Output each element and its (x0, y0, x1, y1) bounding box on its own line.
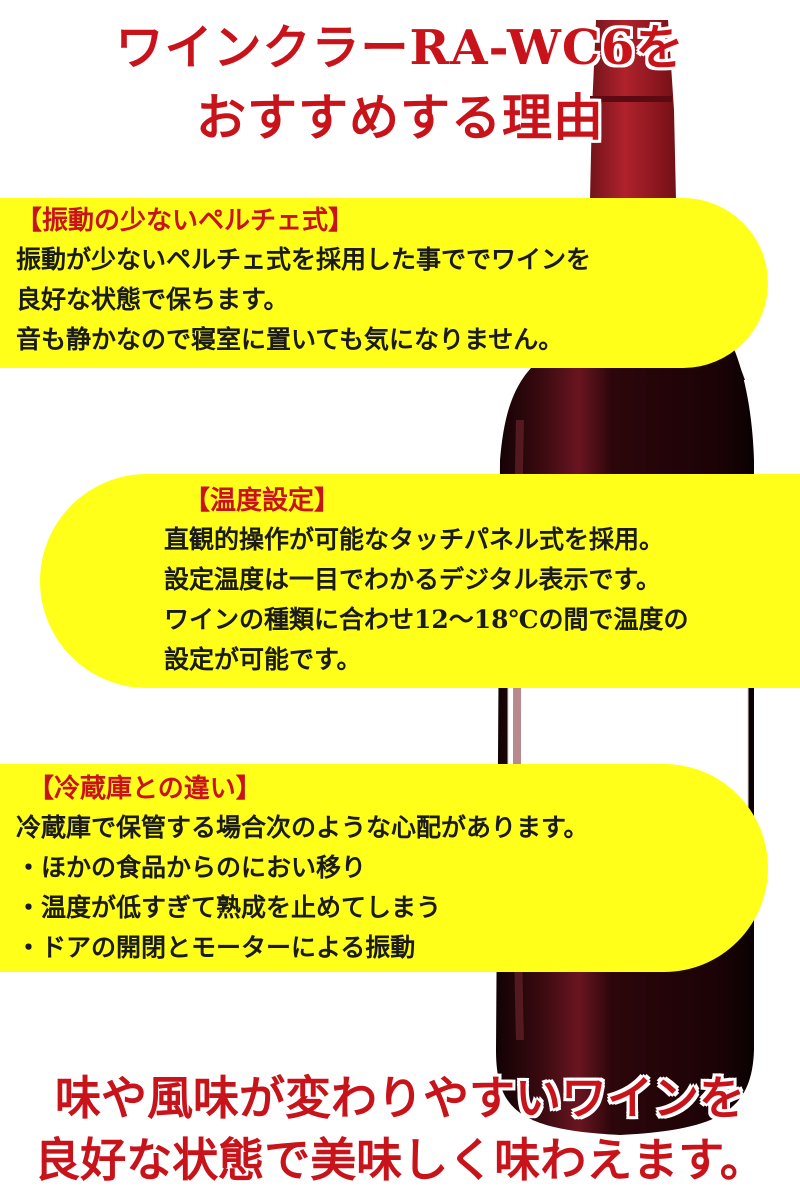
section-heading: 【振動の少ないペルチェ式】 (16, 206, 355, 236)
bullet-item: ・ドアの開閉とモーターによる振動 (16, 933, 416, 962)
section-text-line: 振動が少ないペルチェ式を採用した事ででワインを (16, 245, 592, 274)
footer-line-2: 良好な状態で美味しく味わえます。 (34, 1133, 766, 1187)
bullet-item: ・ほかの食品からのにおい移り (16, 853, 367, 882)
section-text-line: 音も静かなので寝室に置いても気になりません。 (16, 325, 564, 354)
vibration-panel: 【振動の少ないペルチェ式】 振動が少ないペルチェ式を採用した事ででワインを 良好… (0, 198, 768, 368)
section-heading: 【温度設定】 (184, 486, 341, 516)
headline-line-2: おすすめする理由 (196, 88, 604, 147)
section-text-line: 冷蔵庫で保管する場合次のような心配があります。 (16, 813, 589, 842)
bullet-item: ・温度が低すぎて熟成を止めてしまう (16, 893, 442, 922)
section-text-line: 良好な状態で保ちます。 (16, 285, 289, 314)
headline-line-1: ワインクラーRA-WC6を (115, 20, 685, 76)
section-heading: 【冷蔵庫との違い】 (28, 774, 262, 804)
temperature-panel: 【温度設定】 直観的操作が可能なタッチパネル式を採用。 設定温度は一目でわかるデ… (40, 474, 800, 688)
section-text-line: 設定が可能です。 (164, 645, 362, 674)
fridge-comparison-panel: 【冷蔵庫との違い】 冷蔵庫で保管する場合次のような心配があります。 ・ほかの食品… (0, 764, 768, 972)
section-text-line: 直観的操作が可能なタッチパネル式を採用。 (164, 525, 665, 554)
section-text-line: ワインの種類に合わせ12～18℃の間で温度の (164, 605, 689, 634)
footer-line-1: 味や風味が変わりやすいワインを (55, 1071, 745, 1125)
section-text-line: 設定温度は一目でわかるデジタル表示です。 (164, 565, 662, 594)
